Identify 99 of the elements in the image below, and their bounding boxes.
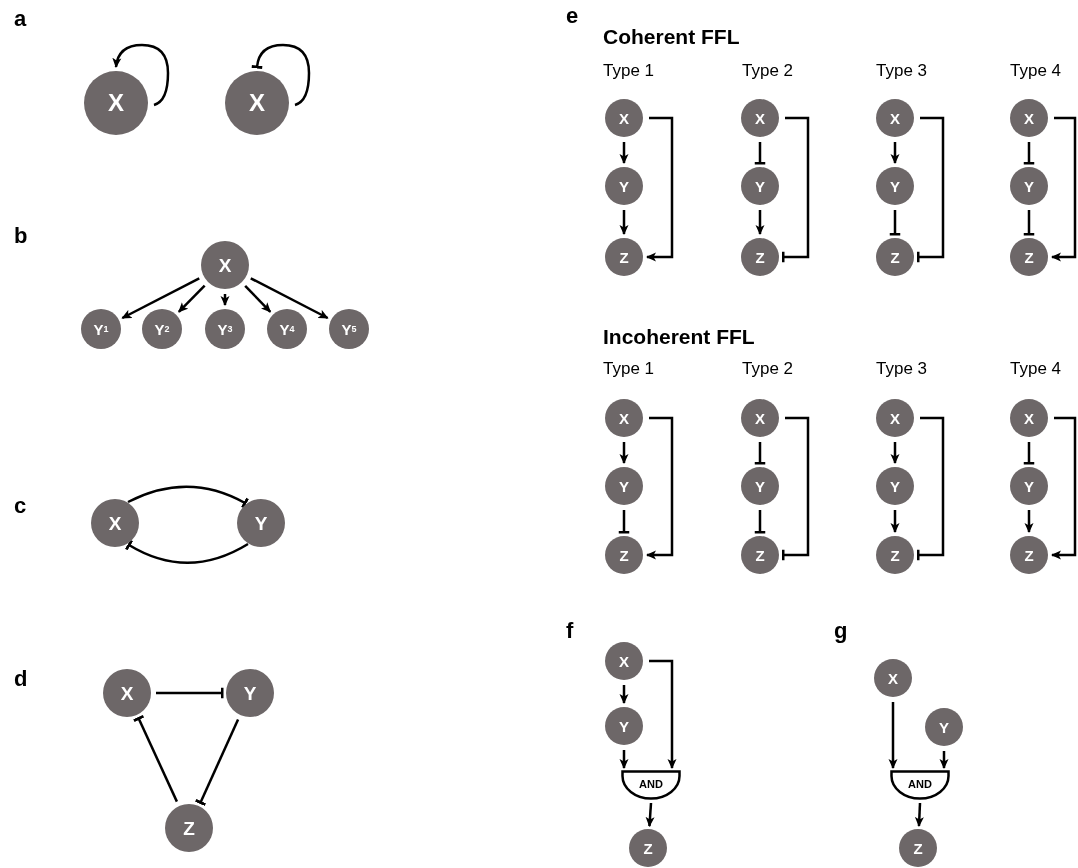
- type-label: Type 4: [1010, 62, 1062, 79]
- panel-letter: g: [834, 620, 848, 642]
- inhibition-line: [195, 718, 240, 806]
- node-circle: X: [91, 499, 139, 547]
- node-circle: Y: [226, 669, 274, 717]
- node-circle: Z: [1010, 536, 1048, 574]
- node-circle: Y: [741, 467, 779, 505]
- node-circle: Y: [1010, 167, 1048, 205]
- type-label: Type 2: [742, 360, 794, 377]
- arrow: [914, 802, 924, 827]
- arrow: [890, 142, 900, 164]
- node-circle: Z: [165, 804, 213, 852]
- node-circle: X: [103, 669, 151, 717]
- inhibition-line: [1023, 442, 1035, 465]
- inhibition-line: [754, 142, 766, 165]
- node-circle: X: [1010, 399, 1048, 437]
- inhibition-line: [618, 510, 630, 534]
- node-circle: Y: [1010, 467, 1048, 505]
- node-circle: X: [741, 99, 779, 137]
- arrow: [939, 751, 949, 769]
- arrow: [646, 416, 674, 560]
- type-label: Type 3: [876, 62, 928, 79]
- node-circle: Z: [605, 536, 643, 574]
- inhibition-line: [754, 442, 766, 465]
- node-circle: Z: [741, 238, 779, 276]
- arrow: [755, 210, 765, 235]
- node-circle: Y: [605, 467, 643, 505]
- node-circle: Z: [605, 238, 643, 276]
- inhibition-line: [781, 116, 810, 263]
- inhibition-line: [156, 687, 224, 699]
- panel-letter: e: [566, 5, 579, 27]
- arrow: [890, 442, 900, 464]
- arrow: [1051, 416, 1077, 560]
- node-circle: Z: [876, 536, 914, 574]
- panel-letter: a: [14, 8, 27, 30]
- inhibition-line: [916, 416, 945, 561]
- panel-letter: f: [566, 620, 574, 642]
- panel-letter: d: [14, 668, 28, 690]
- type-label: Type 3: [876, 360, 928, 377]
- node-circle: Y: [876, 467, 914, 505]
- inhibition-line: [1023, 210, 1035, 236]
- arrow: [250, 277, 329, 320]
- node-circle: Z: [876, 238, 914, 276]
- inhibition-line: [133, 714, 179, 803]
- node-circle: X: [605, 99, 643, 137]
- inhibition-line: [916, 116, 945, 263]
- arrow: [1051, 116, 1077, 262]
- and-gate: AND: [621, 770, 681, 800]
- node-circle: Y: [237, 499, 285, 547]
- type-label: Type 1: [603, 360, 655, 377]
- node-circle: Y: [605, 167, 643, 205]
- inhibition-line: [127, 485, 249, 509]
- node-circle: Y: [741, 167, 779, 205]
- panel-letter: c: [14, 495, 27, 517]
- type-label: Type 2: [742, 62, 794, 79]
- arrow: [121, 277, 200, 320]
- node-circle: X: [874, 659, 912, 697]
- arrow: [619, 750, 629, 769]
- inhibition-line: [889, 210, 901, 236]
- arrow: [888, 702, 898, 769]
- inhibition-line: [781, 416, 810, 561]
- arrow: [649, 659, 677, 769]
- node-circle: X: [84, 71, 148, 135]
- arrow: [645, 802, 655, 828]
- node-circle: Z: [899, 829, 937, 867]
- node-circle: Y: [876, 167, 914, 205]
- section-heading: Incoherent FFL: [603, 326, 755, 347]
- node-circle: X: [225, 71, 289, 135]
- node-circle: Z: [629, 829, 667, 867]
- node-circle: Z: [741, 536, 779, 574]
- node-circle: X: [876, 99, 914, 137]
- panel-letter: b: [14, 225, 28, 247]
- arrow: [244, 284, 272, 313]
- node-circle: X: [876, 399, 914, 437]
- node-circle: X: [605, 642, 643, 680]
- arrow: [220, 294, 230, 306]
- node-circle: Y: [925, 708, 963, 746]
- node-circle: X: [201, 241, 249, 289]
- type-label: Type 1: [603, 62, 655, 79]
- arrow: [619, 210, 629, 235]
- arrow: [619, 142, 629, 164]
- and-gate: AND: [890, 770, 950, 800]
- loop-arrow: [112, 43, 170, 107]
- arrow: [619, 685, 629, 704]
- node-circle: X: [605, 399, 643, 437]
- node-circle: Y: [605, 707, 643, 745]
- type-label: Type 4: [1010, 360, 1062, 377]
- section-heading: Coherent FFL: [603, 26, 740, 47]
- arrow: [646, 116, 674, 262]
- node-circle: X: [1010, 99, 1048, 137]
- inhibition-line: [1023, 142, 1035, 165]
- inhibition-line: [754, 510, 766, 534]
- node-circle: X: [741, 399, 779, 437]
- inhibition-line: [125, 539, 249, 564]
- arrow: [890, 510, 900, 533]
- arrow: [177, 284, 206, 313]
- node-circle: Z: [1010, 238, 1048, 276]
- arrow: [1024, 510, 1034, 533]
- arrow: [619, 442, 629, 464]
